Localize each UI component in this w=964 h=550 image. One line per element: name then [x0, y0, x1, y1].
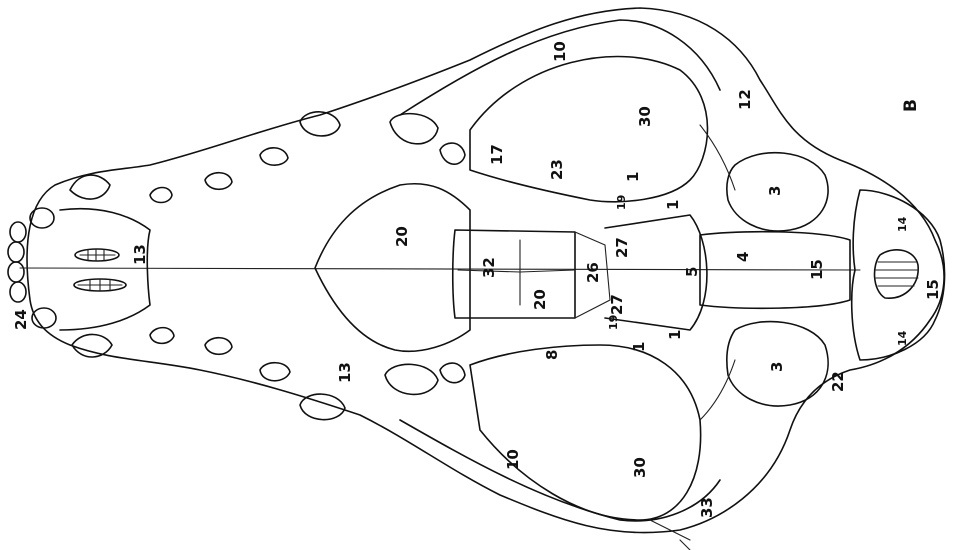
bone-number-labels: 24 13 13 20 20 32 26 27 27 19 19 1 1 1 1…: [12, 41, 942, 518]
label-30-upper: 30: [636, 106, 654, 127]
label-15-center: 15: [808, 259, 826, 280]
orbit-upper: [470, 57, 708, 202]
label-14-lower: 14: [896, 330, 909, 346]
palatine-region: [315, 184, 470, 352]
label-15-occipital: 15: [924, 279, 942, 300]
label-33: 33: [698, 497, 716, 518]
zygomatic-lower: [400, 420, 720, 521]
label-24: 24: [12, 309, 30, 330]
label-17: 17: [488, 144, 506, 165]
label-27-lower: 27: [608, 294, 626, 315]
label-22: 22: [829, 371, 847, 392]
label-10-upper: 10: [551, 41, 569, 62]
label-19-lower: 19: [607, 315, 620, 330]
label-14-upper: 14: [896, 216, 909, 232]
label-1-c: 1: [630, 342, 648, 352]
label-5: 5: [683, 267, 701, 277]
label-1-a: 1: [624, 172, 642, 182]
label-3-lower: 3: [768, 362, 786, 372]
foramen-hatching: [876, 262, 918, 286]
pterygoid-block: [453, 230, 575, 318]
label-3-upper: 3: [766, 186, 784, 196]
label-30-lower: 30: [631, 457, 649, 478]
label-12: 12: [736, 89, 754, 110]
upper-cheek-teeth: [150, 112, 465, 203]
panel-letter-b: B: [901, 99, 921, 112]
orbit-lower: [470, 345, 701, 520]
label-20-lower: 20: [531, 289, 549, 310]
label-27-upper: 27: [613, 237, 631, 258]
lower-cheek-teeth: [150, 328, 465, 420]
label-20-upper: 20: [393, 226, 411, 247]
label-8: 8: [543, 350, 561, 360]
skull-midline: [20, 268, 860, 270]
label-23: 23: [548, 159, 566, 180]
maxilla-boundary: [60, 209, 150, 330]
label-32: 32: [480, 257, 498, 278]
label-19-upper: 19: [615, 195, 628, 210]
zygomatic-upper: [400, 20, 720, 115]
label-13-upper: 13: [131, 244, 149, 265]
label-26: 26: [584, 262, 602, 283]
label-13-lower: 13: [336, 362, 354, 383]
label-4: 4: [734, 252, 752, 262]
palatine-fissures: [74, 249, 126, 291]
foramen-magnum: [875, 250, 919, 298]
label-1-d: 1: [666, 330, 684, 340]
label-1-b: 1: [664, 200, 682, 210]
label-10-lower: 10: [504, 449, 522, 470]
